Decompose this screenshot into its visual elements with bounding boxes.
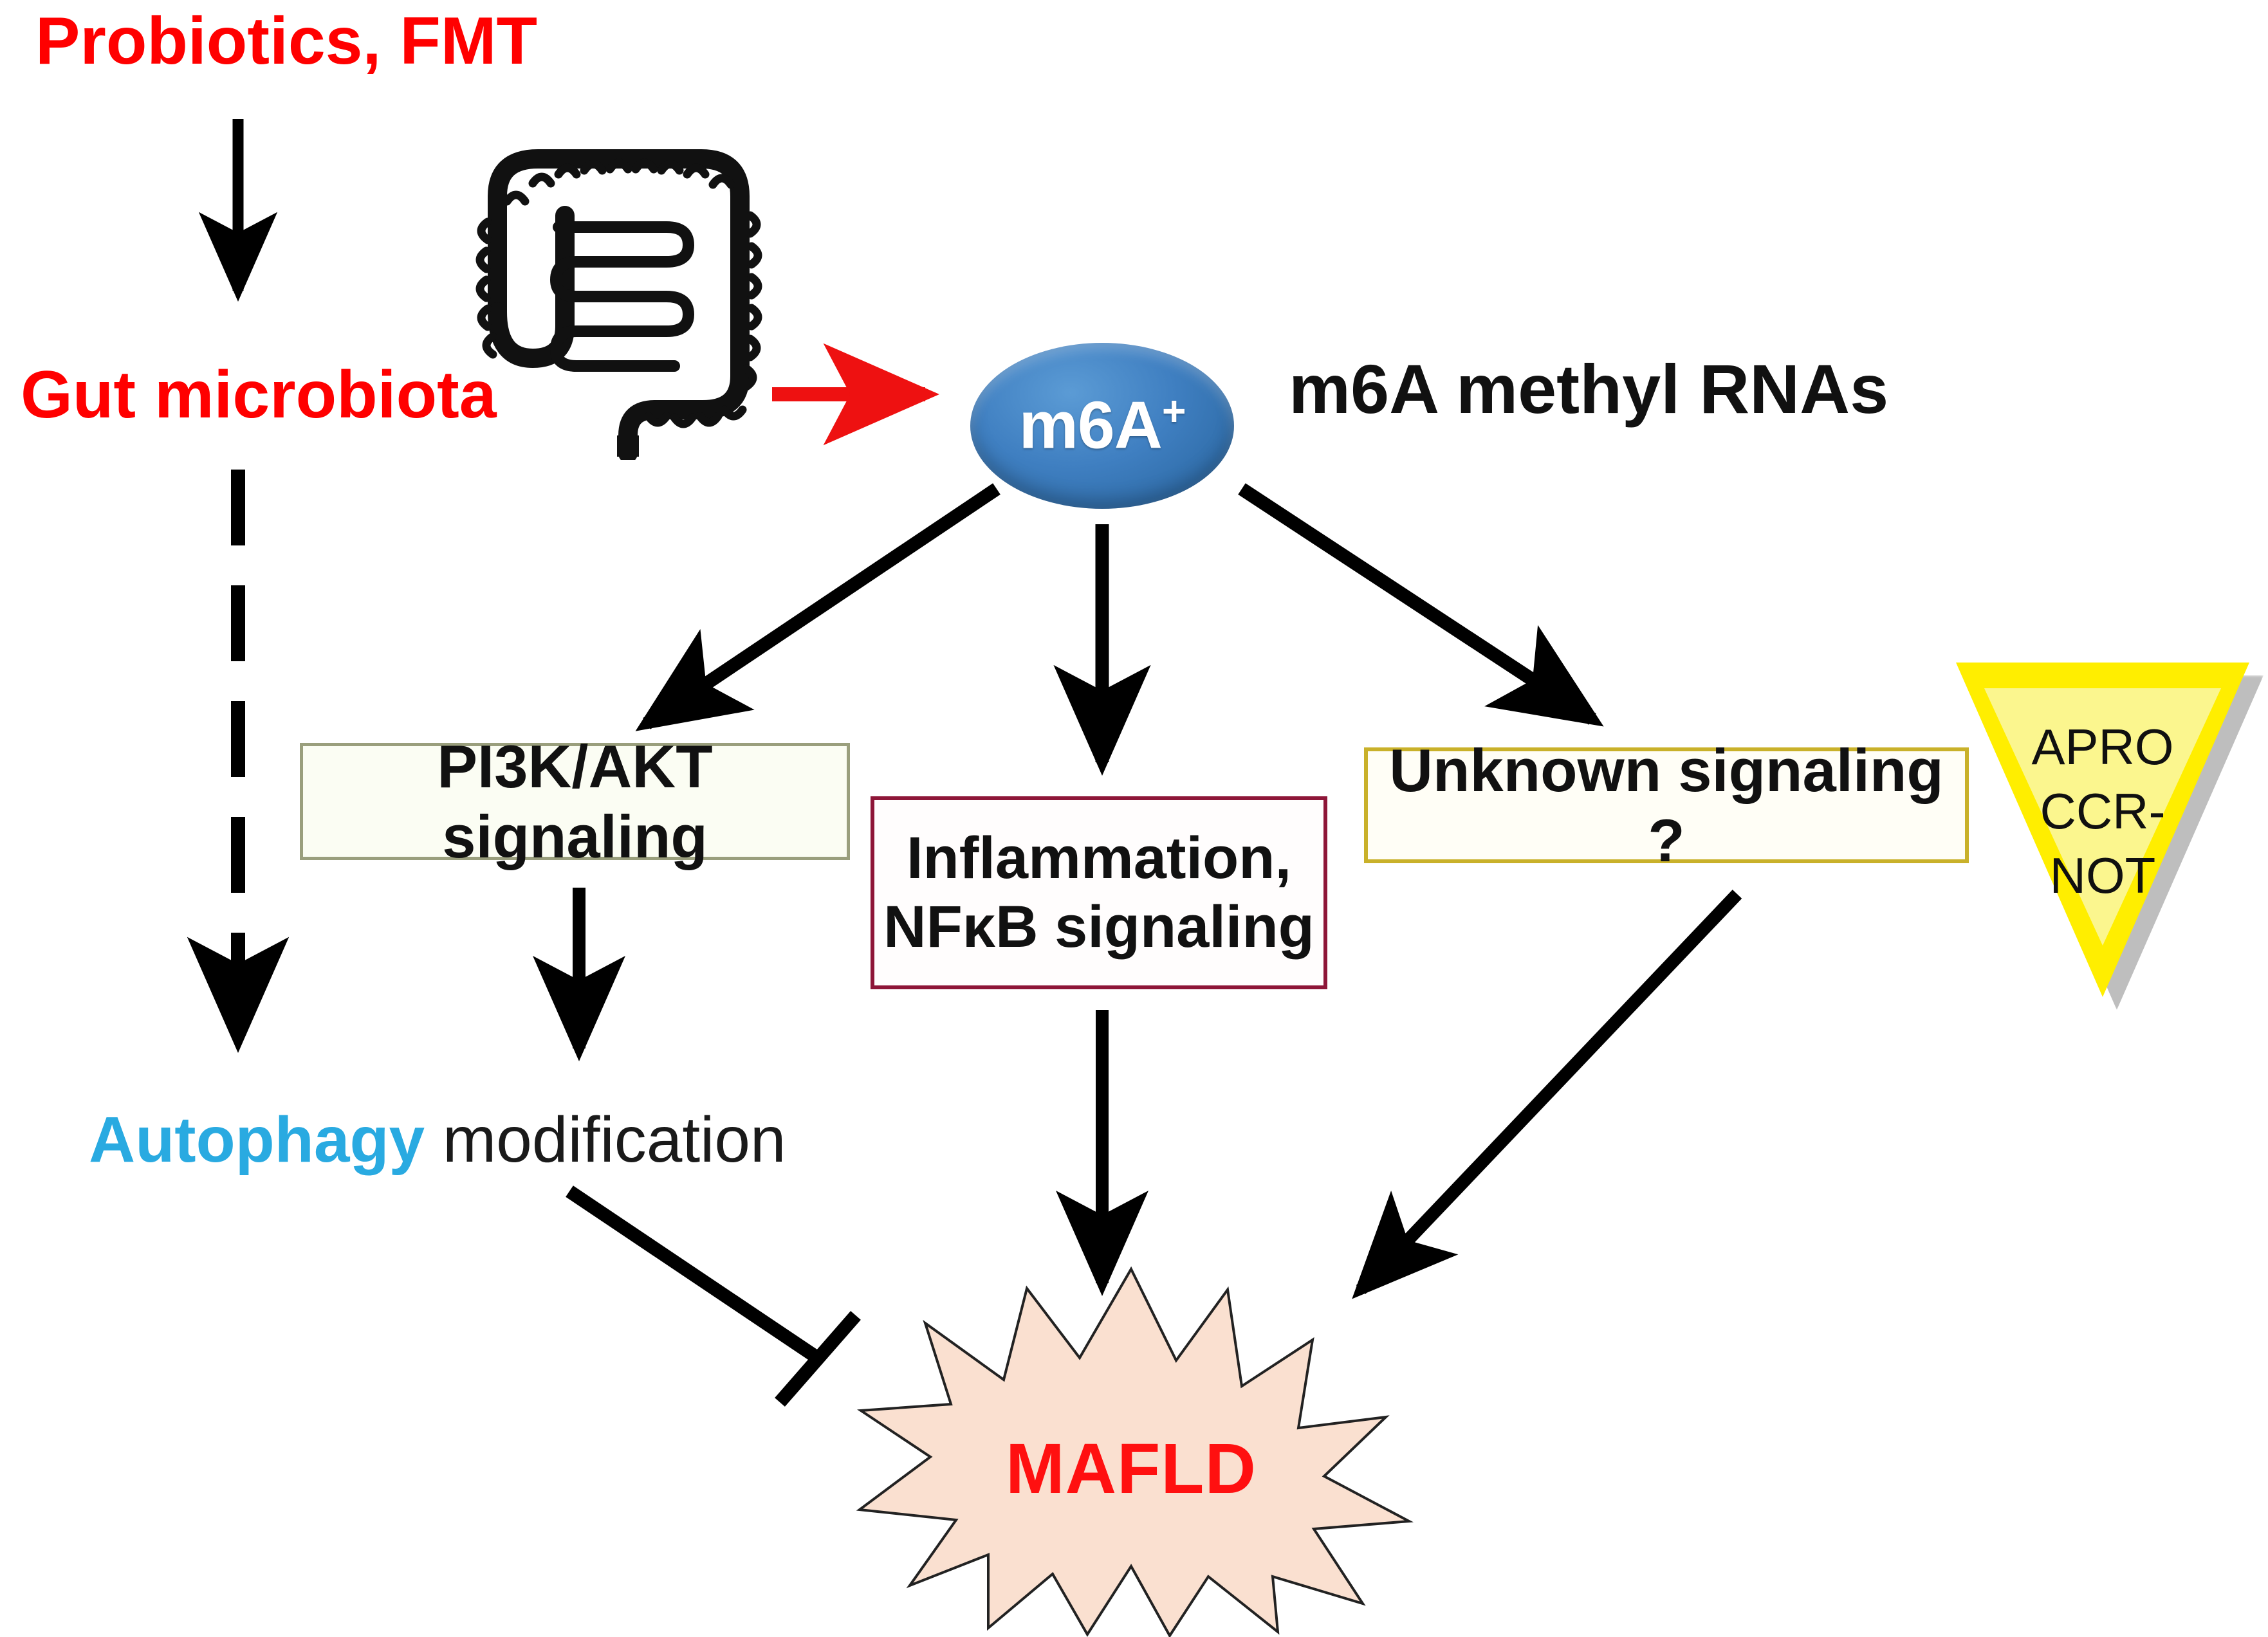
- inflammation-nfkb-text: Inflammation, NFκB signaling: [883, 824, 1314, 961]
- m6a-ellipse-shape: m6A+: [970, 343, 1234, 509]
- autophagy-highlight-text: Autophagy: [89, 1104, 425, 1176]
- mafld-starburst-node: MAFLD: [848, 1264, 1414, 1637]
- edge-autophagy-inhibits-mafld: [566, 1185, 861, 1407]
- apro-ccr-not-triangle: APRO CCR- NOT: [1956, 663, 2265, 1010]
- m6a-ellipse-node: m6A+: [970, 343, 1234, 509]
- intestine-colon-icon: [462, 119, 784, 463]
- apro-line-2: CCR-: [2040, 782, 2166, 839]
- autophagy-modification-label: Autophagy modification: [89, 1103, 786, 1177]
- autophagy-rest-text: modification: [425, 1104, 786, 1176]
- inflammation-line-1: Inflammation,: [906, 825, 1292, 892]
- mafld-starburst-shape: [856, 1266, 1414, 1637]
- unknown-signaling-label: Unknown signaling ?: [1389, 736, 1944, 874]
- m6a-ellipse-superscript: +: [1161, 388, 1186, 435]
- apro-line-3: NOT: [2049, 846, 2156, 904]
- probiotics-fmt-label: Probiotics, FMT: [35, 4, 537, 78]
- mafld-label: MAFLD: [1006, 1429, 1257, 1508]
- m6a-ellipse-label: m6A+: [1019, 387, 1186, 464]
- m6a-ellipse-label-text: m6A: [1019, 388, 1162, 463]
- pi3k-akt-signaling-box: PI3K/AKT signaling: [300, 733, 850, 870]
- gut-microbiota-label: Gut microbiota: [21, 358, 497, 432]
- inflammation-nfkb-box: Inflammation, NFκB signaling: [871, 796, 1327, 989]
- edge-unknown-to-mafld: [1352, 890, 1742, 1299]
- apro-ccr-not-text: APRO CCR- NOT: [1956, 715, 2249, 908]
- m6a-methyl-rnas-label: m6A methyl RNAs: [1289, 350, 1889, 428]
- inflammation-line-2: NFκB signaling: [883, 894, 1314, 960]
- pi3k-akt-signaling-label: PI3K/AKT signaling: [437, 732, 713, 870]
- unknown-signaling-box: Unknown signaling ?: [1364, 736, 1969, 874]
- edge-m6a-to-unknown: [1238, 483, 1604, 727]
- edge-m6a-to-pi3k: [635, 483, 1000, 731]
- apro-line-1: APRO: [2031, 718, 2174, 775]
